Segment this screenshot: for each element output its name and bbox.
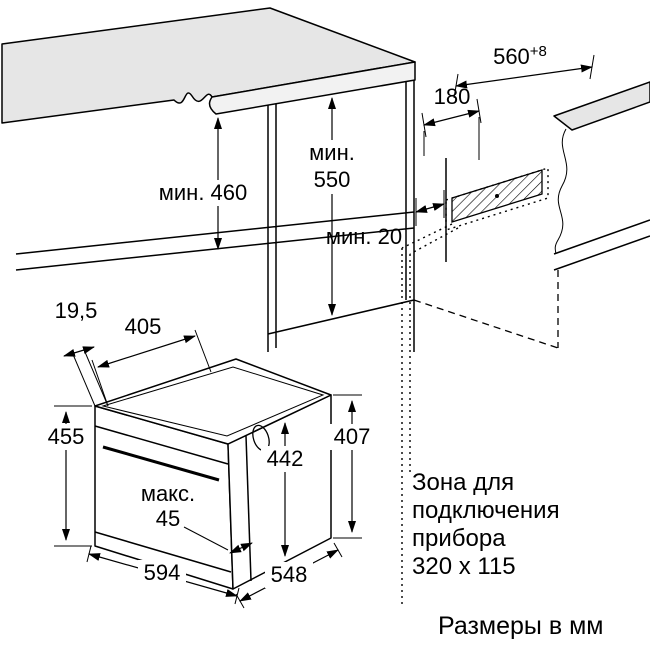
countertop-left-front-band bbox=[208, 61, 416, 115]
dimension-455: 455 bbox=[42, 405, 92, 547]
dim-label-442-bg bbox=[261, 446, 309, 472]
dimension-405-line bbox=[97, 335, 196, 368]
units-note: Размеры в мм bbox=[438, 612, 603, 640]
dim-label-455: 455 bbox=[48, 424, 85, 449]
dimension-19-5: 19,5 bbox=[55, 298, 109, 407]
dim-label-407-bg bbox=[328, 424, 376, 450]
oven-top-face bbox=[94, 358, 332, 445]
zone-note-line3: прибора bbox=[412, 525, 506, 552]
dim-label-min550-bg bbox=[300, 140, 364, 194]
dim-label-max45-word: макс. bbox=[141, 481, 195, 506]
dimension-min-460: мин. 460 bbox=[146, 117, 260, 250]
dimension-548: 548 bbox=[235, 542, 343, 609]
right-countertop-fill bbox=[554, 220, 650, 270]
dim-label-455-bg bbox=[42, 424, 90, 450]
dim-label-594: 594 bbox=[144, 560, 181, 585]
countertop-left bbox=[1, 7, 416, 124]
connection-zone bbox=[445, 167, 549, 231]
dim-label-442: 442 bbox=[267, 446, 304, 471]
right-cabinet-top-surface bbox=[553, 81, 650, 131]
connection-zone-dotted-outline bbox=[445, 167, 549, 231]
connection-zone-note: Зона для подключения прибора 320 x 115 bbox=[412, 469, 560, 580]
dimension-560-line bbox=[455, 64, 593, 89]
dimension-20-ticks bbox=[415, 190, 445, 226]
dim-label-max45-value: 45 bbox=[156, 506, 180, 531]
dim-label-min20: мин. 20 bbox=[326, 224, 402, 249]
zone-note-line2: подключения bbox=[412, 497, 560, 524]
hidden-edges-dashed bbox=[413, 270, 559, 349]
dimension-min-550: мин. 550 bbox=[300, 97, 364, 316]
dim-label-min460-bg bbox=[146, 180, 260, 206]
dimension-548-ticks bbox=[235, 542, 343, 609]
dimension-20-line bbox=[415, 203, 445, 213]
dimension-19-5-line bbox=[63, 346, 95, 357]
dim-label-180: 180 bbox=[434, 84, 471, 109]
dimension-560-ticks bbox=[453, 54, 595, 99]
dimension-405-rails bbox=[91, 329, 212, 407]
zone-note-line1: Зона для bbox=[412, 469, 514, 496]
dimension-45-leader bbox=[183, 526, 229, 551]
zone-note-line4: 320 x 115 bbox=[412, 553, 516, 580]
dim-label-548-bg bbox=[265, 562, 313, 588]
dim-label-594-bg bbox=[138, 560, 186, 586]
oven-door-handle bbox=[102, 445, 220, 482]
dimension-407: 407 bbox=[328, 394, 376, 539]
dimension-180-ticks bbox=[421, 98, 482, 160]
dim-label-560: 560+8 bbox=[493, 43, 547, 69]
dim-label-min550-value: 550 bbox=[314, 167, 351, 192]
dim-label-min460: мин. 460 bbox=[159, 180, 248, 205]
dimension-min-20: мин. 20 bbox=[326, 190, 445, 249]
dimension-180-line bbox=[423, 109, 480, 127]
oven-top-inner-frame bbox=[101, 366, 325, 437]
dim-label-405: 405 bbox=[125, 314, 162, 339]
dimension-405: 405 bbox=[91, 314, 212, 407]
right-cabinet-torn-edge bbox=[554, 128, 568, 258]
dim-label-19-5: 19,5 bbox=[55, 298, 98, 323]
right-cabinet bbox=[553, 81, 650, 270]
dimension-max-45: макс. 45 bbox=[141, 481, 253, 554]
dim-label-548: 548 bbox=[271, 562, 308, 587]
dimension-45-line bbox=[229, 542, 253, 554]
dimension-560: 560+8 bbox=[453, 43, 595, 99]
dimension-442: 442 bbox=[261, 422, 309, 557]
dimension-19-5-rails bbox=[71, 351, 109, 407]
cabinet-structure-lines bbox=[15, 80, 650, 352]
dimension-407-ext bbox=[333, 394, 362, 539]
oven bbox=[94, 358, 332, 590]
countertop-left-top-surface bbox=[1, 7, 416, 124]
dimension-455-ext bbox=[54, 405, 92, 547]
dim-label-min550-word: мин. bbox=[309, 140, 355, 165]
dimension-180: 180 bbox=[421, 84, 482, 160]
connection-zone-center-dot bbox=[495, 194, 499, 198]
dim-label-407: 407 bbox=[334, 424, 371, 449]
